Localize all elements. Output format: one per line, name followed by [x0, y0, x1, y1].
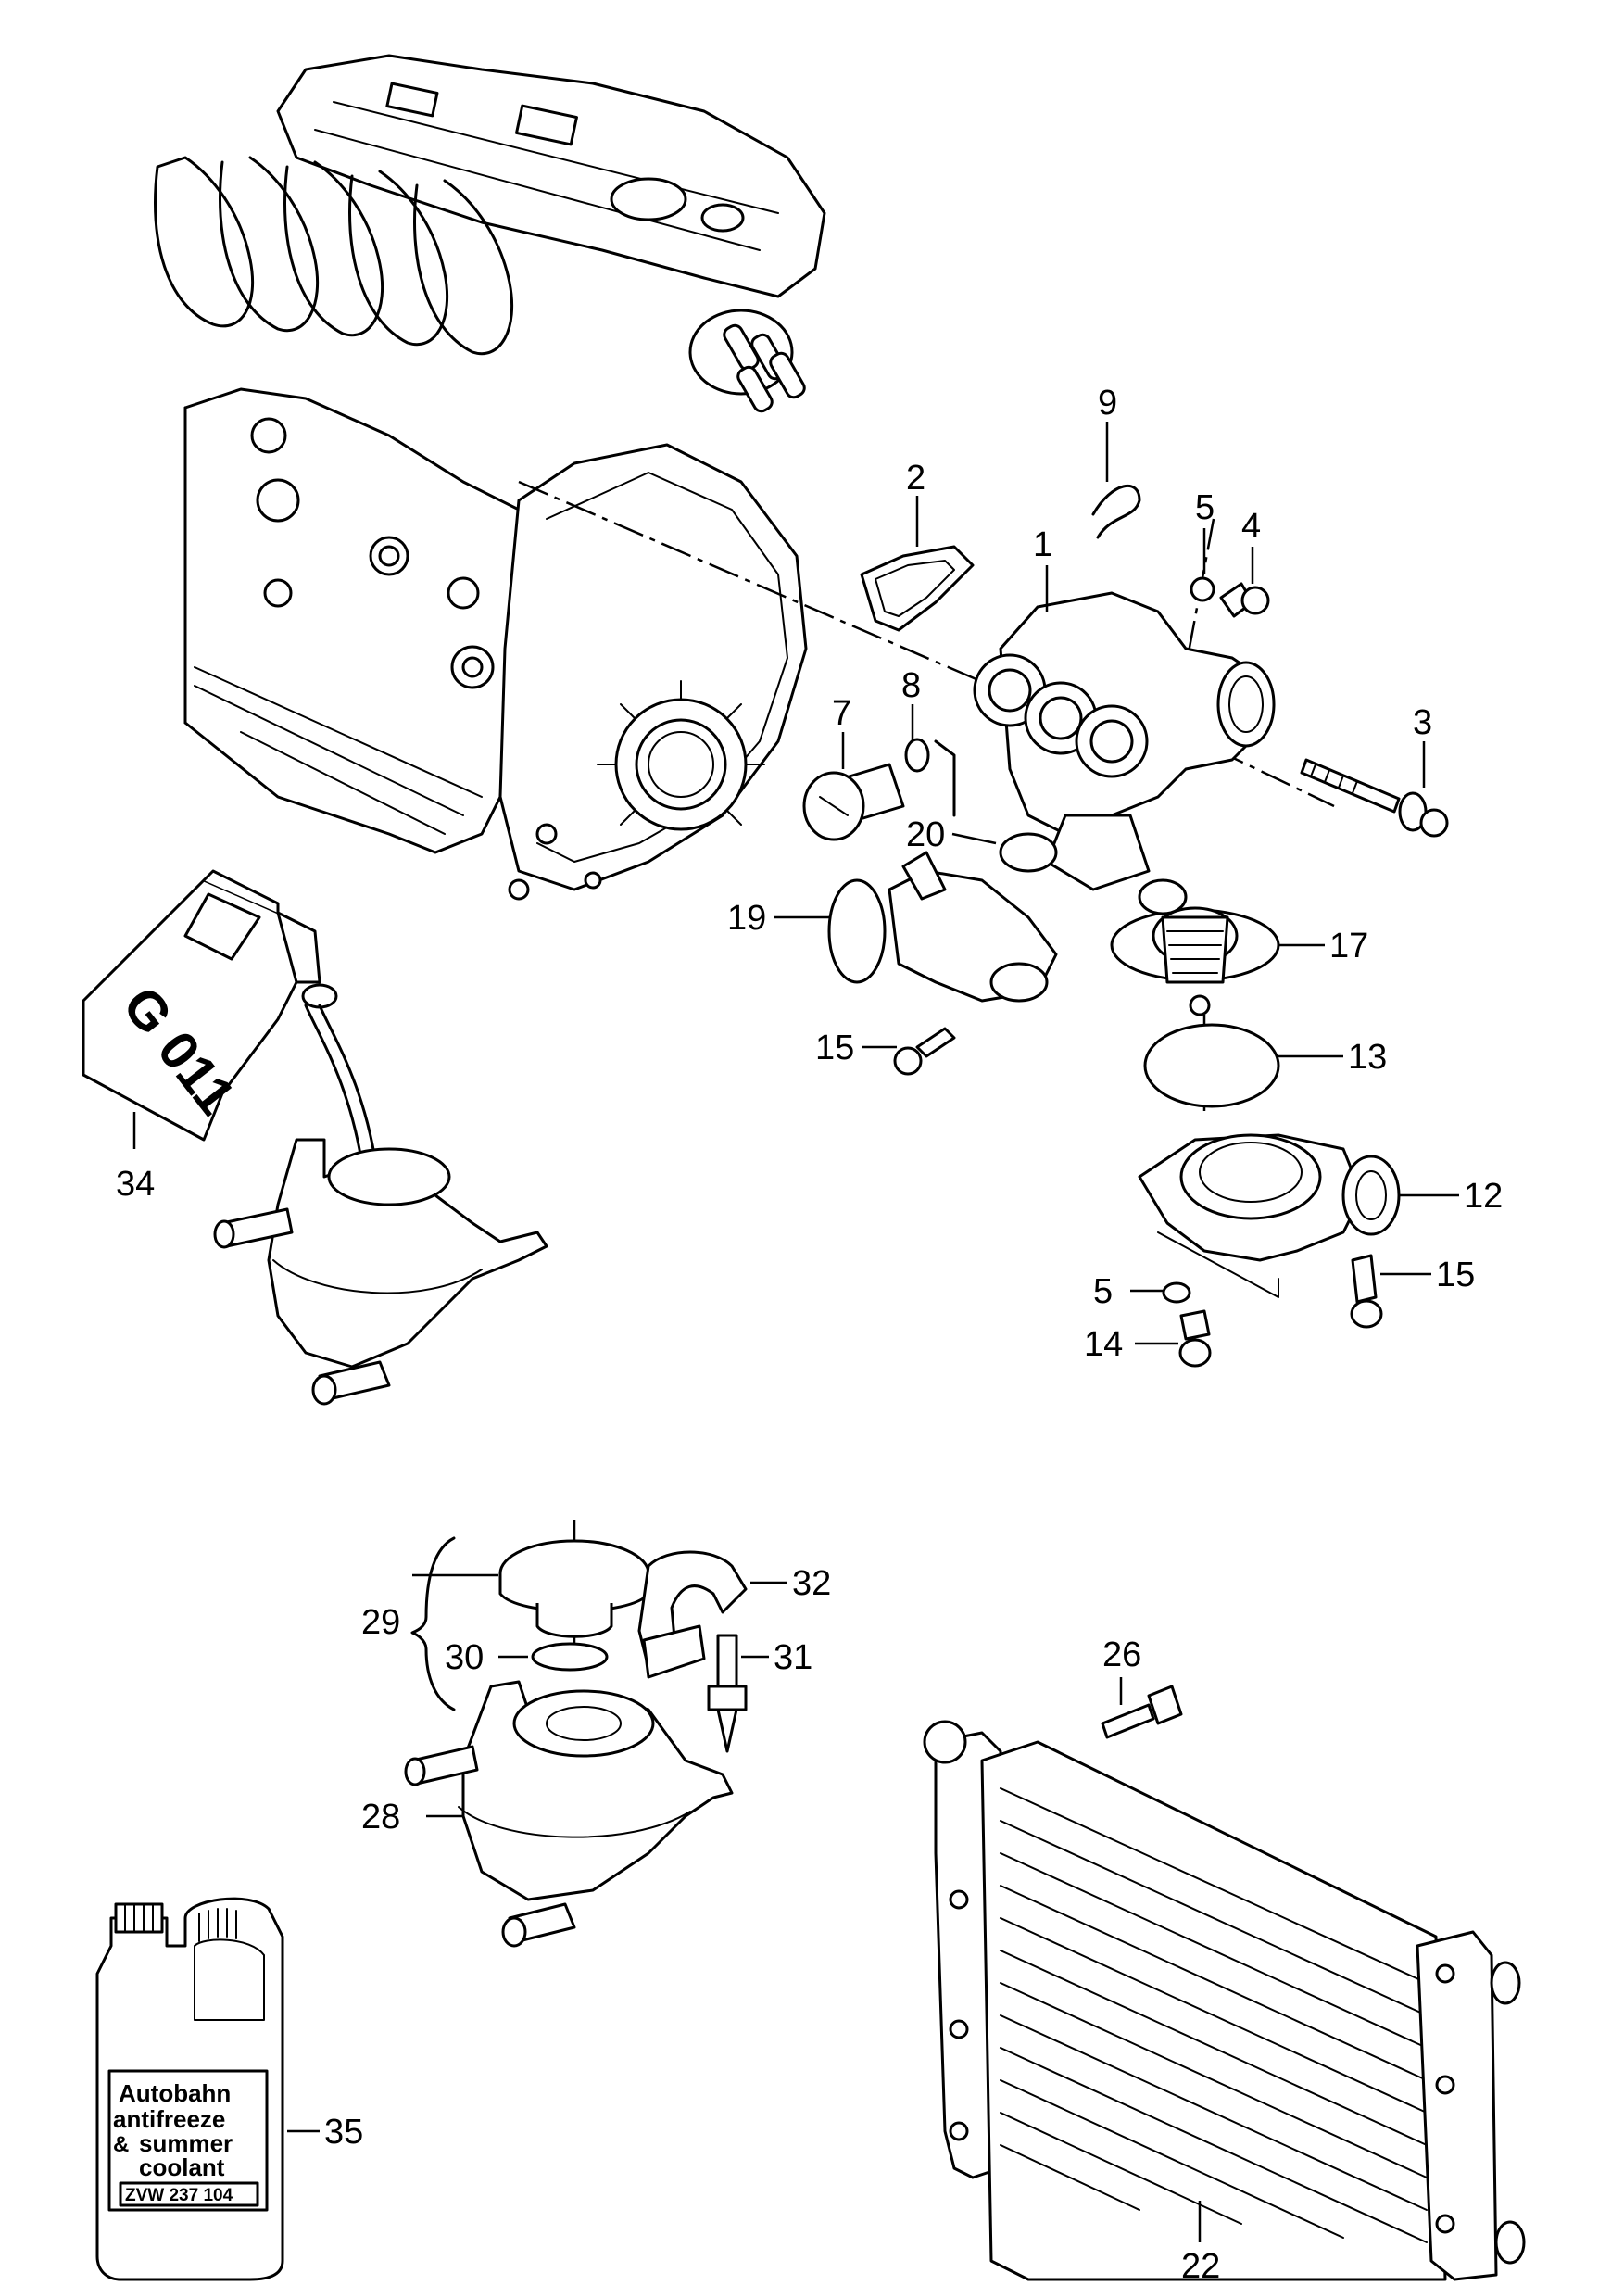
- hose-part-32: [637, 1550, 748, 1679]
- callout-32: 32: [792, 1564, 831, 1603]
- callout-5a: 5: [1195, 488, 1215, 527]
- callout-1: 1: [1033, 525, 1052, 564]
- seal-ring-part-13: [1143, 1023, 1280, 1108]
- callout-7: 7: [832, 694, 851, 733]
- coolant-flange-housing: [973, 591, 1276, 891]
- bolt-part-3: [1300, 758, 1449, 838]
- thermostat-housing-part-12: [1138, 1133, 1401, 1262]
- g011-coolant-can: G 011: [82, 869, 382, 1197]
- antifreeze-bottle: Autobahn antifreeze & summer coolant ZVW…: [95, 1897, 284, 2281]
- engine-block: [154, 54, 826, 901]
- sensor-part-31: [707, 1634, 748, 1753]
- callout-31: 31: [774, 1638, 812, 1677]
- callout-19: 19: [727, 899, 766, 938]
- gasket-part-2: [860, 545, 975, 632]
- callout-12: 12: [1464, 1177, 1503, 1216]
- callout-29: 29: [361, 1603, 400, 1642]
- expansion-tank-part-28: [404, 1680, 734, 1948]
- callout-14: 14: [1084, 1325, 1123, 1364]
- screw-part-15a: [893, 1027, 956, 1076]
- radiator-part-22: [923, 1720, 1526, 2281]
- callout-8: 8: [901, 666, 921, 705]
- callout-35: 35: [324, 2113, 363, 2152]
- leader-lines: [132, 422, 1459, 2242]
- bolt-part-14: [1178, 1309, 1212, 1368]
- callout-22: 22: [1181, 2247, 1220, 2285]
- bolt-part-4: [1219, 582, 1270, 618]
- callout-5b: 5: [1093, 1272, 1113, 1311]
- callout-20: 20: [906, 815, 945, 854]
- bottle-line4: coolant: [139, 2153, 225, 2181]
- callout-28: 28: [361, 1798, 400, 1837]
- bottle-part-number: ZVW 237 104: [125, 2186, 233, 2205]
- cap-part-29: [498, 1539, 650, 1638]
- seal-part-8: [904, 738, 930, 773]
- bottle-line3: summer: [139, 2129, 233, 2157]
- callout-17: 17: [1329, 927, 1368, 966]
- distributor: [688, 309, 806, 413]
- callout-15a: 15: [815, 1029, 854, 1067]
- thermostat-part-17: [1110, 878, 1280, 1016]
- callout-labels: 1 2 3 4 5 5 7 8 9 12 13 14 15 15 17 19 2…: [116, 384, 1503, 2285]
- callout-34: 34: [116, 1165, 155, 1204]
- elbow-part-19: [827, 851, 1058, 1003]
- expansion-tank-upper: [213, 1138, 548, 1406]
- callout-9: 9: [1098, 384, 1117, 423]
- oring-part-20: [999, 832, 1058, 873]
- screw-part-15b: [1350, 1254, 1383, 1329]
- callout-13: 13: [1348, 1038, 1387, 1077]
- clip-part-9: [1091, 484, 1141, 539]
- callout-2: 2: [906, 459, 925, 498]
- bottle-line1: Autobahn: [119, 2079, 231, 2107]
- callout-4: 4: [1241, 507, 1261, 546]
- plug-part-7: [802, 763, 905, 841]
- callout-3: 3: [1413, 703, 1432, 742]
- callout-15b: 15: [1436, 1256, 1475, 1294]
- washer-part-5b: [1162, 1281, 1191, 1304]
- washer-part-5: [1190, 576, 1215, 602]
- bottle-line2: antifreeze: [113, 2105, 225, 2133]
- bottle-ampersand: &: [113, 2132, 129, 2157]
- callout-30: 30: [445, 1638, 484, 1677]
- gasket-part-30: [531, 1642, 609, 1672]
- bolt-part-26: [1101, 1685, 1183, 1739]
- callout-26: 26: [1102, 1635, 1141, 1674]
